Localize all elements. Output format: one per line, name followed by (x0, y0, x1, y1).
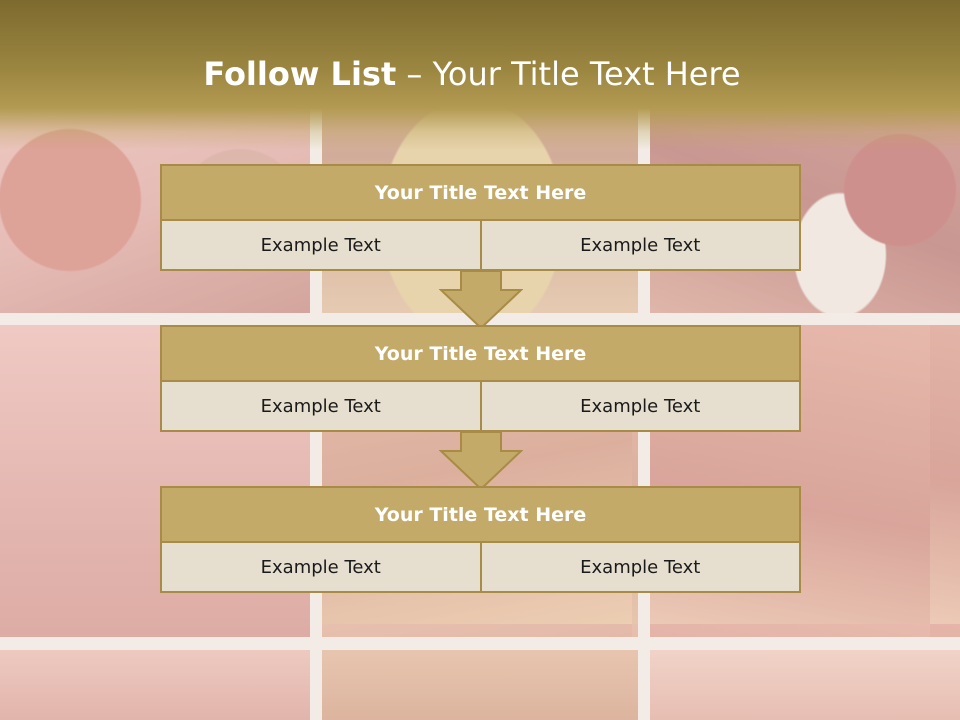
block-title: Your Title Text Here (160, 325, 801, 382)
title-band (0, 0, 960, 150)
slide-title-bold: Follow List (203, 55, 397, 93)
background-photo (650, 650, 960, 720)
list-block: Your Title Text Here Example Text Exampl… (160, 486, 801, 593)
block-row: Example Text Example Text (160, 221, 801, 271)
background-photo (322, 650, 638, 720)
block-row: Example Text Example Text (160, 382, 801, 432)
background-photo (0, 650, 310, 720)
block-item: Example Text (160, 221, 482, 271)
block-title: Your Title Text Here (160, 486, 801, 543)
list-block: Your Title Text Here Example Text Exampl… (160, 325, 801, 432)
slide-title-rest: – Your Title Text Here (396, 55, 741, 93)
block-title: Your Title Text Here (160, 164, 801, 221)
list-block: Your Title Text Here Example Text Exampl… (160, 164, 801, 271)
block-item: Example Text (160, 543, 482, 593)
block-item: Example Text (481, 382, 801, 432)
down-arrow-icon (439, 270, 523, 330)
block-row: Example Text Example Text (160, 543, 801, 593)
block-item: Example Text (160, 382, 482, 432)
block-item: Example Text (481, 221, 801, 271)
block-item: Example Text (481, 543, 801, 593)
slide-title: Follow List – Your Title Text Here (0, 52, 944, 96)
down-arrow-icon (439, 431, 523, 491)
